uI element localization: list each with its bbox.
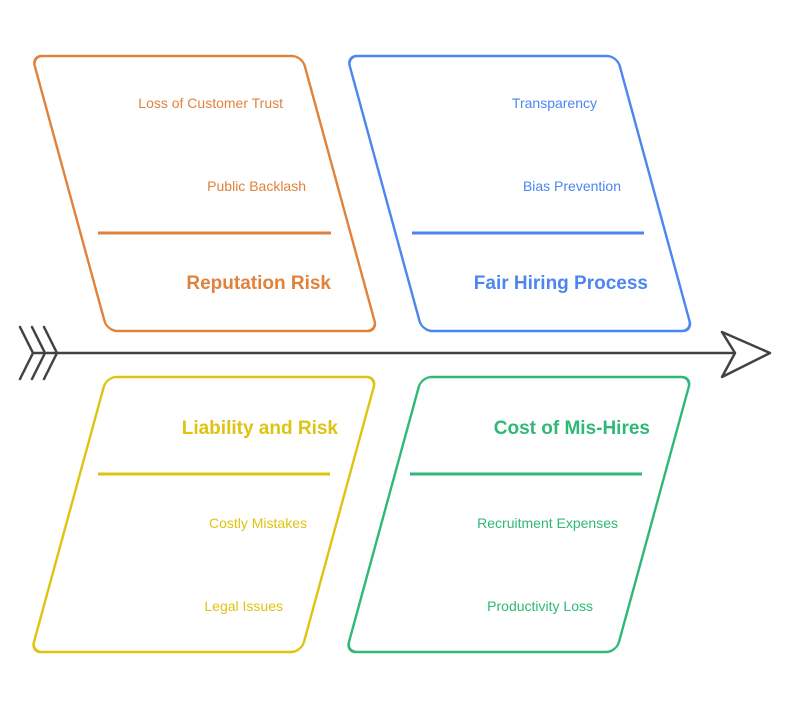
branch-item: Recruitment Expenses [477,515,618,531]
branch-outline [348,54,692,333]
branch-item: Public Backlash [207,178,306,194]
chevron-feather-icon [30,325,47,381]
chevron-feather-icon [18,325,35,381]
branch-item: Transparency [512,95,597,111]
branch-reputation-risk: Loss of Customer Trust Public Backlash R… [33,54,377,333]
branch-title: Reputation Risk [186,273,331,294]
branch-liability-and-risk: Liability and Risk Costly Mistakes Legal… [32,375,376,654]
branch-item: Loss of Customer Trust [138,95,283,111]
spine-feathers-icon [18,325,59,381]
chevron-feather-icon [42,325,59,381]
branch-outline [347,375,691,654]
arrowhead-icon [720,330,772,379]
branch-title: Cost of Mis-Hires [494,418,650,439]
branch-item: Bias Prevention [523,178,621,194]
branch-item: Costly Mistakes [209,515,307,531]
branch-title: Fair Hiring Process [474,273,648,294]
branch-cost-of-mis-hires: Cost of Mis-Hires Recruitment Expenses P… [347,375,691,654]
branch-outline [33,54,377,333]
branch-title: Liability and Risk [182,418,339,439]
branch-outline [32,375,376,654]
branch-fair-hiring-process: Transparency Bias Prevention Fair Hiring… [348,54,692,333]
branch-item: Productivity Loss [487,598,593,614]
branch-item: Legal Issues [204,598,283,614]
spine-arrow [18,325,772,381]
